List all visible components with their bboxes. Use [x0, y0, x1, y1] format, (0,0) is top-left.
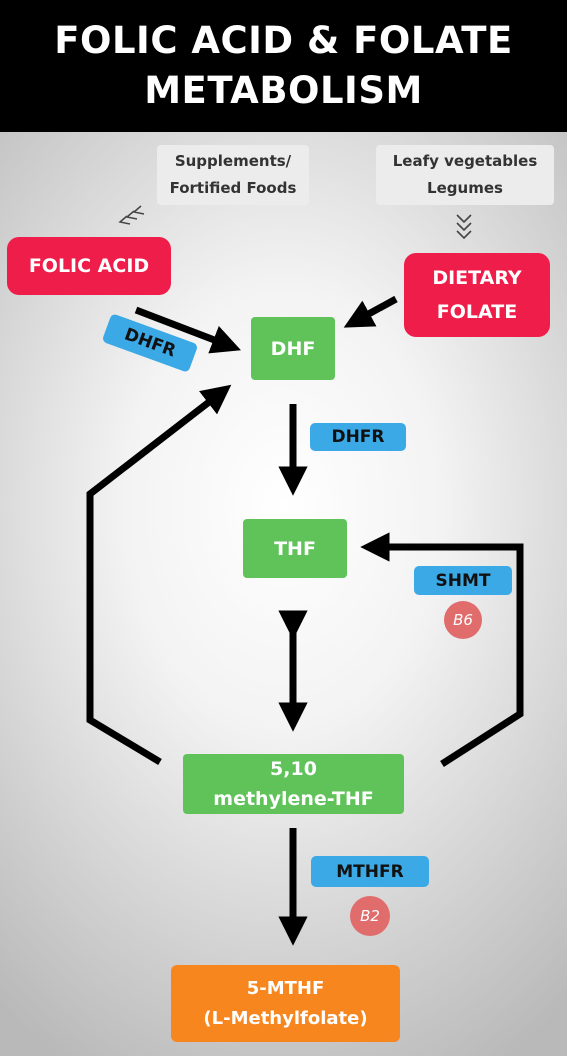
source-leafy-vegetables: Leafy vegetables Legumes — [376, 145, 554, 205]
shmt-label: SHMT — [435, 570, 491, 591]
folic-acid-node: FOLIC ACID — [7, 237, 171, 295]
source-supplements-line-1: Supplements/ — [174, 152, 292, 170]
title-banner: FOLIC ACID & FOLATE METABOLISM — [0, 0, 567, 132]
dhfr-enzyme: DHFR — [310, 423, 406, 451]
b6-label: B6 — [453, 611, 473, 629]
folic-acid-label: FOLIC ACID — [28, 255, 150, 277]
arrow-methylene-to-thf-loop — [360, 532, 524, 767]
b2-label: B2 — [360, 907, 380, 925]
mthf-line-1: 5-MTHF — [246, 977, 325, 999]
source-supplements: Supplements/ Fortified Foods — [157, 145, 309, 205]
b6-vitamin-badge: B6 — [444, 601, 482, 639]
source-leafy-vegetables-line-1: Leafy vegetables — [392, 152, 538, 170]
methylene-thf-node: 5,10 methylene-THF — [183, 754, 404, 814]
dhfr-label: DHFR — [331, 427, 385, 447]
left-chevrons-icon — [118, 205, 145, 225]
dietary-folate-node: DIETARY FOLATE — [404, 253, 550, 337]
methylene-thf-line-2: methylene-THF — [213, 788, 374, 810]
dietary-folate-line-2: FOLATE — [436, 301, 518, 323]
mthf-node: 5-MTHF (L-Methylfolate) — [171, 965, 400, 1042]
shmt-enzyme: SHMT — [414, 566, 512, 595]
title-line-2: METABOLISM — [144, 69, 423, 112]
dietary-folate-line-1: DIETARY — [432, 267, 522, 289]
source-leafy-vegetables-line-2: Legumes — [427, 179, 503, 197]
mthf-line-2: (L-Methylfolate) — [203, 1007, 368, 1029]
down-chevrons-icon — [456, 214, 472, 240]
thf-node: THF — [243, 519, 347, 578]
mthfr-label: MTHFR — [336, 861, 404, 882]
source-supplements-line-2: Fortified Foods — [169, 179, 297, 197]
b2-vitamin-badge: B2 — [350, 896, 390, 936]
dhf-node: DHF — [251, 317, 335, 380]
thf-label: THF — [274, 537, 316, 560]
arrow-methylene-to-dhf-loop — [86, 384, 232, 766]
arrow-dietary-folate-to-dhf — [343, 295, 398, 328]
arrow-folic-acid-to-dhf — [134, 306, 241, 354]
dhf-label: DHF — [270, 337, 316, 360]
methylene-thf-line-1: 5,10 — [270, 758, 317, 780]
mthfr-enzyme: MTHFR — [311, 856, 429, 887]
title-line-1: FOLIC ACID & FOLATE — [54, 19, 513, 62]
